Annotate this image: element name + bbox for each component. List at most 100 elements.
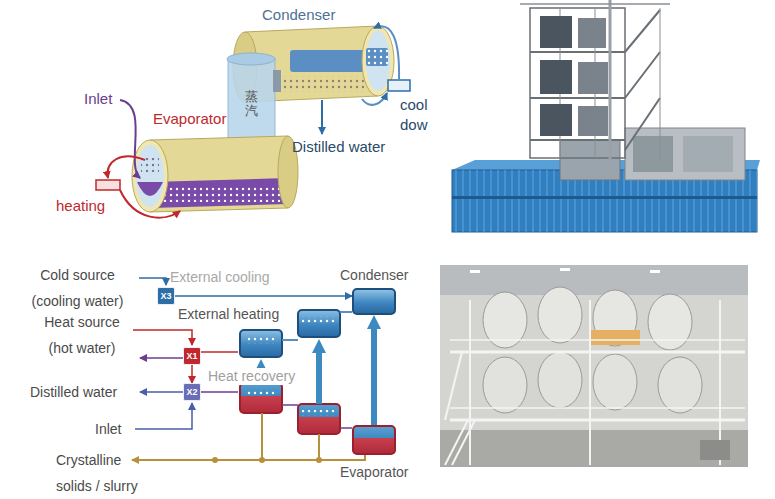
condenser-drawing xyxy=(280,76,375,92)
container-plant-render xyxy=(520,3,670,5)
stream-label: Crystalline solids / slurry xyxy=(56,447,156,499)
plant-photo xyxy=(440,265,748,467)
container-plant-render xyxy=(660,8,661,160)
process-pipes xyxy=(259,457,265,463)
process-vessels xyxy=(298,310,340,337)
plant-photo xyxy=(650,270,660,273)
process-pipes xyxy=(139,278,166,285)
plant-photo xyxy=(700,440,730,460)
container-plant-render xyxy=(609,0,612,160)
process-vessels xyxy=(240,330,282,357)
stage-label: Heat recovery xyxy=(206,368,297,385)
stream-label: Distilled water xyxy=(30,384,117,401)
stage-label: External heating xyxy=(178,306,279,323)
container-plant-render xyxy=(625,128,745,180)
part-label: Condenser xyxy=(262,6,335,24)
exchanger-label: X3 xyxy=(160,291,171,301)
part-label: Evaporator xyxy=(153,110,226,128)
process-vessels xyxy=(244,336,278,344)
container-plant-render xyxy=(683,136,733,172)
container-plant-render xyxy=(578,18,606,48)
evaporator-drawing xyxy=(137,182,163,196)
container-plant-render xyxy=(452,0,760,232)
process-pipes xyxy=(135,403,192,429)
plant-photo xyxy=(440,430,748,467)
evaporator-vessel: Evaporator xyxy=(352,425,396,455)
plant-photo xyxy=(589,300,591,465)
process-pipes xyxy=(140,357,183,359)
process-pipes xyxy=(318,434,320,460)
flow-arrows xyxy=(120,100,140,178)
flow-arrows xyxy=(374,26,399,80)
exchanger-box: X1 xyxy=(183,347,201,365)
flow-label: cool dow xyxy=(400,95,440,134)
flow-arrows xyxy=(120,190,180,218)
flow-arrows xyxy=(388,80,410,91)
pipe-connector xyxy=(371,325,377,425)
plant-photo xyxy=(470,270,480,273)
exchanger-box: X2 xyxy=(183,383,201,401)
vessel-heading: Condenser xyxy=(340,267,409,284)
condenser-drawing xyxy=(366,31,390,91)
exchanger-box: X3 xyxy=(157,287,175,305)
stream-label: Cold source (cooling water) xyxy=(20,262,135,314)
process-vessels xyxy=(302,410,336,416)
process-pipes xyxy=(316,349,322,404)
plant-photo xyxy=(445,352,475,465)
vapour-pipe xyxy=(227,53,275,65)
plant-photo xyxy=(450,407,745,409)
container-plant-render xyxy=(540,16,572,48)
plant-photo xyxy=(450,351,745,354)
container-plant-render xyxy=(452,196,757,199)
process-vessels xyxy=(244,389,278,395)
plant-photo xyxy=(440,265,748,467)
evaporator-drawing xyxy=(136,145,164,207)
container-plant-render xyxy=(540,104,572,136)
process-pipes xyxy=(261,413,263,460)
stream-label: Inlet xyxy=(95,421,121,438)
plant-photo xyxy=(483,357,527,413)
container-plant-render xyxy=(578,106,608,136)
flow-arrows xyxy=(96,26,410,217)
process-pipes xyxy=(201,351,238,353)
process-pipes xyxy=(316,457,322,463)
flow-arrows xyxy=(96,180,120,190)
process-pipes xyxy=(140,391,183,393)
plant-photo xyxy=(538,287,582,343)
process-pipes xyxy=(212,457,218,463)
plant-photo xyxy=(648,294,692,350)
process-pipes xyxy=(133,330,192,345)
condenser-drawing xyxy=(366,48,388,66)
process-pipes xyxy=(132,278,365,463)
evaporator-drawing xyxy=(150,136,288,212)
plant-photo xyxy=(450,339,745,341)
container-plant-render xyxy=(578,62,608,94)
flow-arrows xyxy=(362,93,387,105)
process-vessels xyxy=(240,383,282,413)
plant-photo xyxy=(658,357,702,413)
pipe-connector xyxy=(175,295,352,297)
container-plant-render xyxy=(540,60,572,94)
stage-label: External cooling xyxy=(170,269,270,286)
process-pipes xyxy=(282,339,298,341)
plant-photo xyxy=(469,300,471,465)
evaporator-drawing xyxy=(160,186,282,202)
process-pipes xyxy=(282,404,298,406)
flow-label: Distilled water xyxy=(292,138,385,156)
stream-label: Heat source (hot water) xyxy=(37,309,127,361)
plant-photo xyxy=(450,419,745,422)
exchanger-label: X2 xyxy=(186,387,197,397)
process-pipes xyxy=(132,455,365,460)
container-plant-render xyxy=(633,136,673,172)
condenser-drawing xyxy=(366,48,388,66)
condenser-vessel: Condenser xyxy=(352,288,396,315)
flow-label: heating xyxy=(56,197,105,215)
flow-label: Inlet xyxy=(84,90,112,108)
process-vessels xyxy=(298,404,340,434)
plant-photo xyxy=(590,330,640,345)
exchanger-label: X1 xyxy=(186,351,197,361)
plant-photo xyxy=(538,352,582,408)
process-pipes xyxy=(340,311,352,313)
flow-arrows xyxy=(321,100,323,134)
